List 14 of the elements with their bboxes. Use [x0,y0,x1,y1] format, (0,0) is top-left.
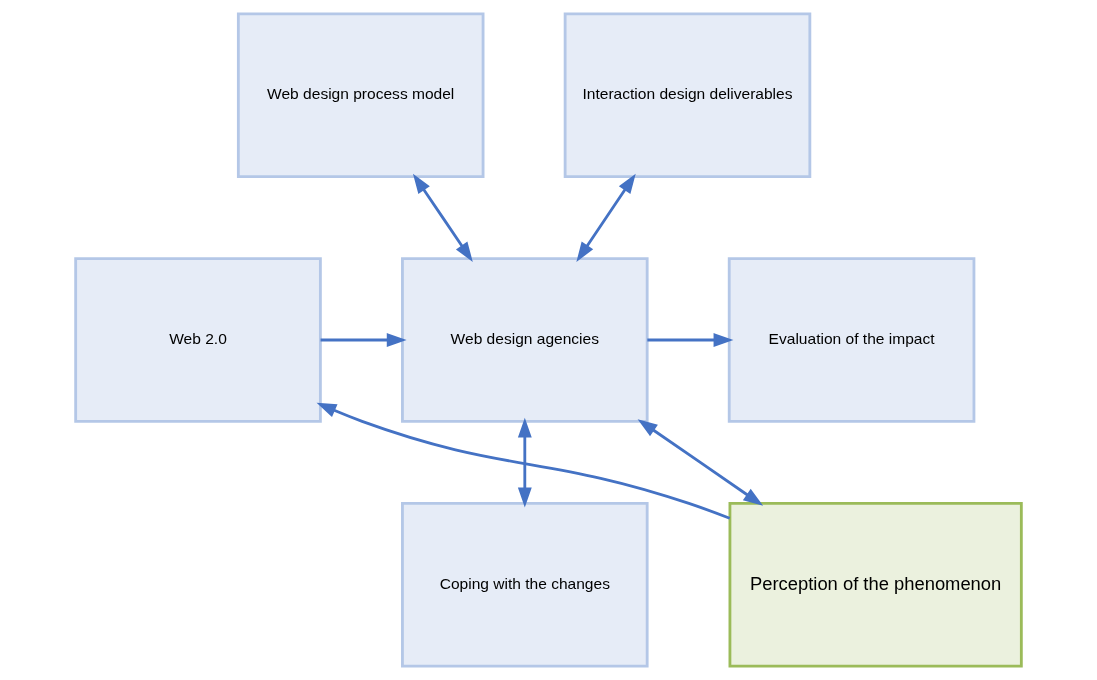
arrow [647,333,734,347]
arrow [412,173,473,262]
node-box: Interaction design deliverables [563,12,812,179]
node-box: Perception of the phenomenon [728,501,1023,668]
node-box: Evaluation of the impact [727,257,976,423]
node-box: Web design process model [236,12,485,179]
arrow [576,173,636,262]
arrow [320,333,407,347]
arrow [637,419,764,506]
arrow [316,402,731,520]
node-box: Web 2.0 [74,257,322,423]
arrow [517,417,532,508]
node-box: Coping with the changes [401,501,649,668]
node-box: Web design agencies [401,257,649,423]
